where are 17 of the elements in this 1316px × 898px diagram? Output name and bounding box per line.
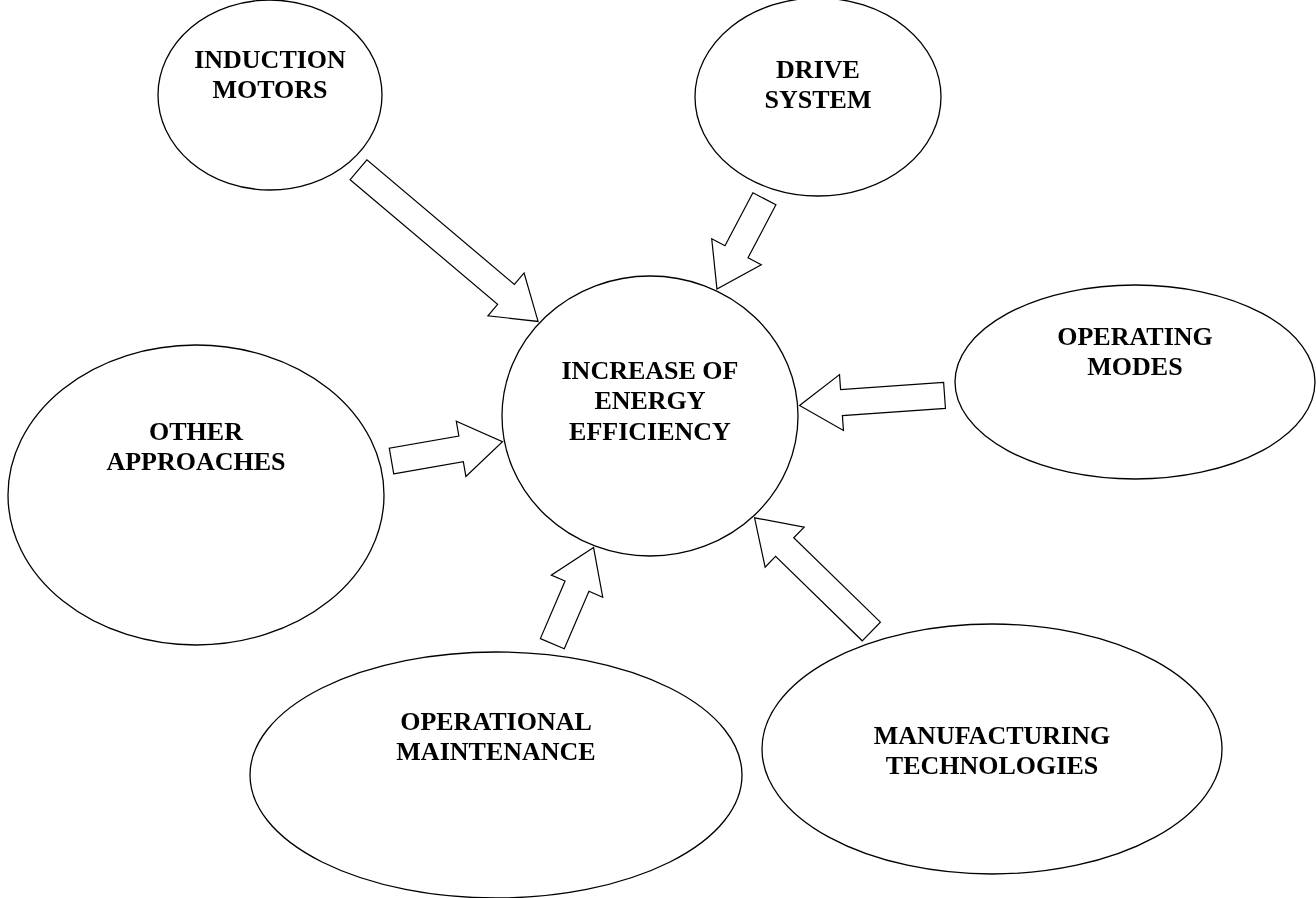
node-label: DRIVE SYSTEM [763,55,873,116]
ellipse-node [501,275,799,557]
node-label: INCREASE OF ENERGY EFFICIENCY [560,356,740,448]
node-label: OPERATING MODES [1056,322,1214,383]
node-label: OTHER APPROACHES [105,417,287,478]
ellipse-node [761,623,1223,875]
node-label: OPERATIONAL MAINTENANCE [395,707,597,768]
ellipse-node [954,284,1316,480]
block-arrow [349,159,539,323]
ellipse-node [7,344,385,646]
node-label: MANUFACTURING TECHNOLOGIES [872,721,1112,782]
block-arrow [539,546,604,650]
block-arrow [388,420,504,478]
block-arrow [753,517,882,642]
node-label: INDUCTION MOTORS [193,45,347,106]
block-arrow [798,373,947,432]
block-arrow [711,191,777,290]
